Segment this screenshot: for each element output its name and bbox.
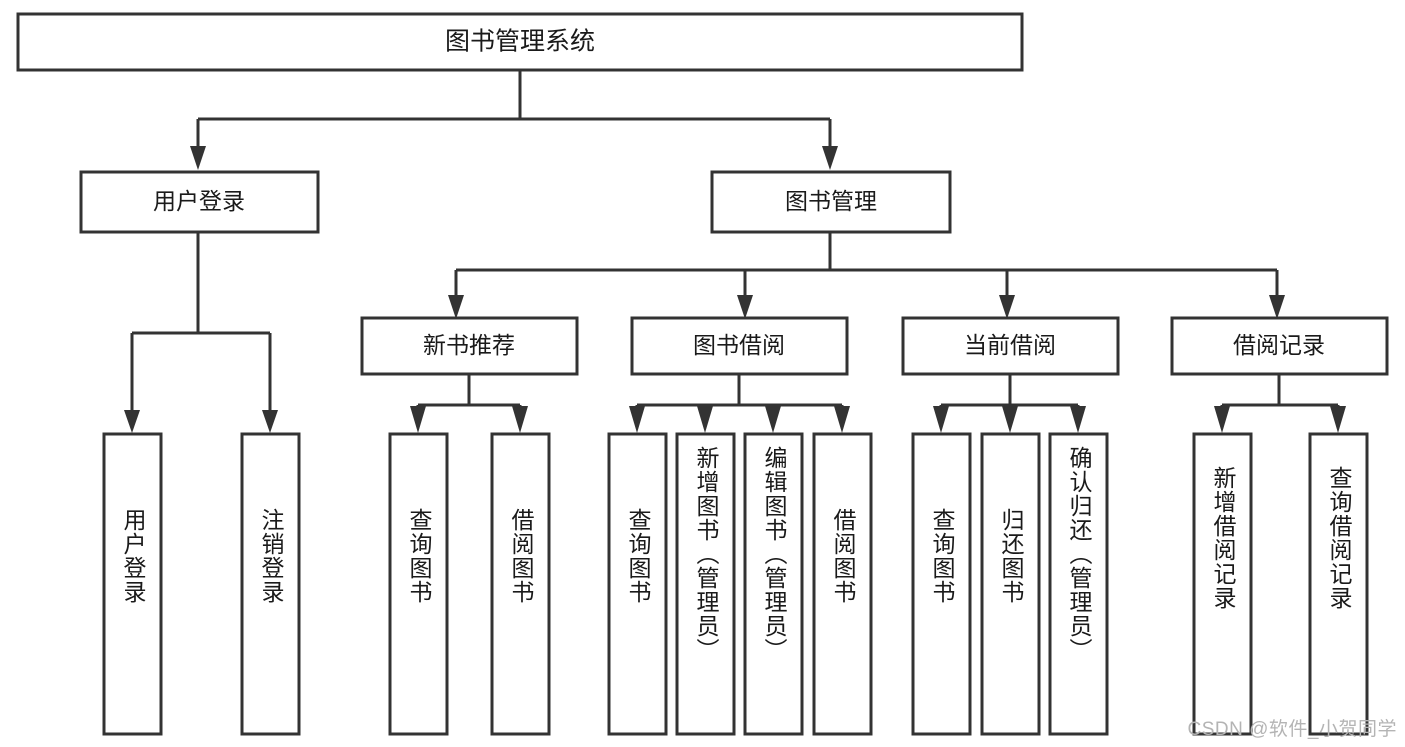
- node-new-book-recommend-label: 新书推荐: [423, 332, 515, 358]
- connector-group-userlogin: [124, 232, 278, 433]
- leaf-boxes: [102, 432, 1369, 736]
- arrow-head-bookmgmt: [822, 146, 838, 170]
- node-root-label: 图书管理系统: [445, 28, 595, 56]
- node-book-management[interactable]: 图书管理: [710, 170, 952, 234]
- node-current-borrow[interactable]: 当前借阅: [901, 316, 1120, 376]
- leaf-box-13[interactable]: [1308, 432, 1369, 736]
- leaf-box-9[interactable]: [911, 432, 972, 736]
- node-new-book-recommend-box[interactable]: [360, 316, 579, 376]
- arrow-head-leaf-11: [1070, 406, 1086, 433]
- node-book-borrow[interactable]: 图书借阅: [630, 316, 849, 376]
- arrow-head-borrow: [737, 295, 753, 319]
- arrow-head-leaf-3: [410, 406, 426, 433]
- node-current-borrow-box[interactable]: [901, 316, 1120, 376]
- connector-group-current: [933, 374, 1086, 433]
- arrow-head-record: [1269, 295, 1285, 319]
- leaf-box-3[interactable]: [388, 432, 449, 736]
- leaf-box-10[interactable]: [980, 432, 1041, 736]
- leaf-box-12[interactable]: [1192, 432, 1253, 736]
- arrow-head-leaf-7: [765, 406, 781, 433]
- leaf-box-5[interactable]: [607, 432, 668, 736]
- node-user-login-box[interactable]: [79, 170, 320, 234]
- arrow-head-leaf-9: [933, 406, 949, 433]
- node-root[interactable]: 图书管理系统: [16, 12, 1024, 72]
- node-borrow-record-label: 借阅记录: [1233, 332, 1325, 358]
- leaf-box-4[interactable]: [490, 432, 551, 736]
- leaf-box-7[interactable]: [743, 432, 804, 736]
- arrow-head-current: [999, 295, 1015, 319]
- arrow-head-leaf-5: [629, 406, 645, 433]
- node-book-management-box[interactable]: [710, 170, 952, 234]
- node-book-borrow-box[interactable]: [630, 316, 849, 376]
- node-book-management-label: 图书管理: [785, 188, 877, 214]
- node-new-book-recommend[interactable]: 新书推荐: [360, 316, 579, 376]
- leaf-box-2[interactable]: [240, 432, 301, 736]
- connector-group-borrow: [629, 374, 850, 433]
- node-borrow-record-box[interactable]: [1170, 316, 1389, 376]
- connector-group-record: [1214, 374, 1346, 433]
- node-book-borrow-label: 图书借阅: [693, 332, 785, 358]
- leaf-box-11[interactable]: [1048, 432, 1109, 736]
- arrow-head-newbook: [448, 295, 464, 319]
- leaf-box-8[interactable]: [812, 432, 873, 736]
- node-current-borrow-label: 当前借阅: [964, 332, 1056, 358]
- connector-group-root: [190, 70, 838, 170]
- arrow-head-leaf-10: [1002, 406, 1018, 433]
- arrow-head-leaf-1: [124, 410, 140, 433]
- arrow-head-userlogin: [190, 146, 206, 170]
- connector-group-bookmgmt: [448, 232, 1285, 319]
- leaf-box-1[interactable]: [102, 432, 163, 736]
- arrow-head-leaf-8: [834, 406, 850, 433]
- arrow-head-leaf-6: [697, 406, 713, 433]
- node-user-login-label: 用户登录: [153, 188, 245, 214]
- node-user-login[interactable]: 用户登录: [79, 170, 320, 234]
- arrow-head-leaf-13: [1330, 406, 1346, 433]
- arrow-head-leaf-12: [1214, 406, 1230, 433]
- connector-group-newbook: [410, 374, 528, 433]
- arrow-head-leaf-2: [262, 410, 278, 433]
- leaf-box-6[interactable]: [675, 432, 736, 736]
- arrow-head-leaf-4: [512, 406, 528, 433]
- node-borrow-record[interactable]: 借阅记录: [1170, 316, 1389, 376]
- node-root-box[interactable]: [16, 12, 1024, 72]
